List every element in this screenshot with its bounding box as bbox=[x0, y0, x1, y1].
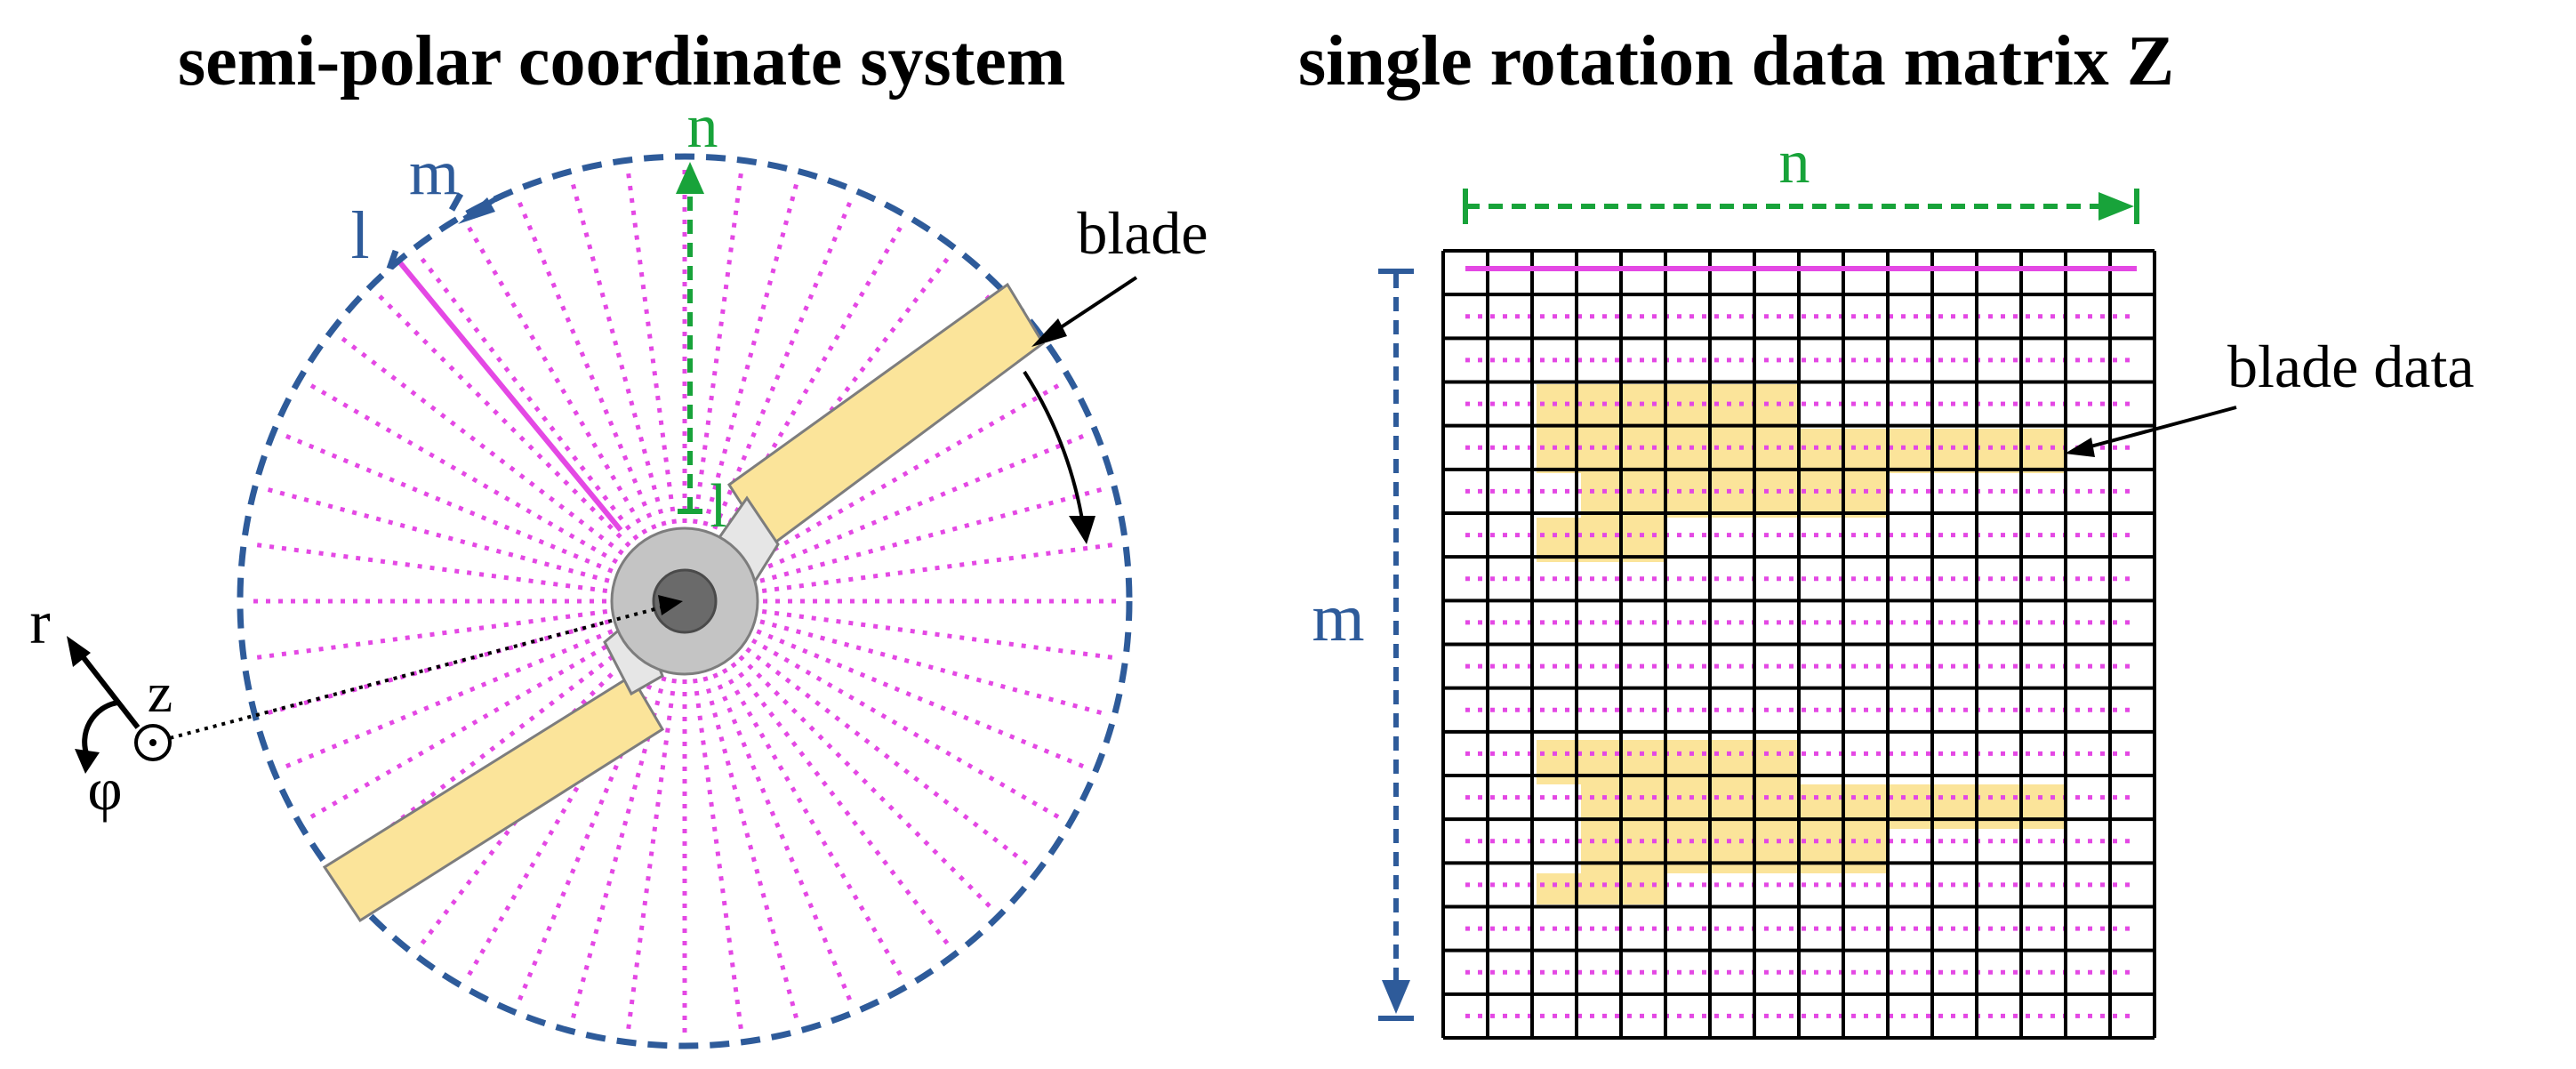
radial-ray bbox=[515, 672, 657, 1007]
radial-rays bbox=[247, 164, 1122, 1039]
radial-ray bbox=[693, 678, 744, 1036]
data-matrix-grid bbox=[1441, 249, 2156, 1040]
m-tick bbox=[448, 192, 464, 212]
rotation-arrow-head bbox=[1069, 516, 1095, 544]
blade-pointer-head bbox=[1031, 318, 1067, 347]
radial-ray bbox=[625, 166, 677, 525]
radial-ray bbox=[750, 380, 1065, 565]
n-label: n bbox=[687, 92, 718, 161]
r-axis-line bbox=[73, 646, 140, 729]
radial-ray bbox=[304, 380, 619, 565]
blade-data-a-row2 bbox=[1537, 429, 2066, 473]
radial-ray bbox=[712, 196, 855, 530]
radial-ray bbox=[336, 333, 624, 556]
blade-data-pointer-head bbox=[2065, 438, 2095, 457]
matrix-n-arrow-head bbox=[2099, 192, 2134, 221]
radial-ray bbox=[761, 609, 1119, 661]
upper-blade bbox=[726, 282, 1045, 550]
z-axis-dot bbox=[149, 739, 156, 746]
radial-ray bbox=[761, 542, 1119, 593]
phi-label: φ bbox=[87, 755, 122, 823]
outer-boundary-circle bbox=[237, 153, 1133, 1049]
solid-first-ray bbox=[396, 259, 623, 532]
radial-ray bbox=[693, 166, 744, 525]
matrix-n-label: n bbox=[1779, 128, 1810, 197]
radial-ray bbox=[463, 667, 648, 982]
m-arrow-head bbox=[458, 197, 495, 224]
phi-arrow-head bbox=[75, 749, 100, 774]
left-panel-title: semi-polar coordinate system bbox=[178, 22, 1065, 100]
matrix-m-arrow-head bbox=[1382, 980, 1410, 1014]
radial-ray bbox=[463, 221, 648, 535]
hub-center bbox=[652, 568, 718, 634]
r-label: r bbox=[29, 589, 50, 657]
radial-ray bbox=[702, 676, 800, 1025]
radial-ray bbox=[279, 629, 614, 771]
origin-to-hub-arrow-head bbox=[658, 595, 683, 615]
radial-ray bbox=[304, 638, 619, 823]
radial-ray bbox=[416, 662, 639, 950]
radial-ray bbox=[569, 676, 667, 1025]
radial-ray bbox=[750, 638, 1065, 823]
r-axis-arrow-head bbox=[67, 636, 91, 667]
radial-ray bbox=[712, 672, 855, 1007]
rotation-arc bbox=[1023, 370, 1085, 526]
right-panel-title: single rotation data matrix Z bbox=[1298, 22, 2174, 100]
m-label: m bbox=[409, 137, 459, 208]
blade-data-label: blade data bbox=[2227, 333, 2475, 400]
radial-ray bbox=[250, 609, 608, 661]
radial-ray bbox=[702, 178, 800, 526]
radial-ray bbox=[759, 619, 1108, 717]
radial-ray bbox=[261, 619, 610, 717]
data-matrix-panel: single rotation data matrix Z bbox=[1298, 22, 2475, 1040]
l-outer-label: l bbox=[350, 198, 369, 273]
n-arrow-head bbox=[676, 162, 704, 194]
radial-ray bbox=[625, 678, 677, 1036]
radial-ray bbox=[279, 431, 614, 574]
radial-ray bbox=[569, 178, 667, 526]
blade-data-pointer-line bbox=[2080, 406, 2237, 451]
lower-blade bbox=[322, 673, 665, 923]
blade-data-a-row3 bbox=[1581, 473, 1888, 518]
radial-ray bbox=[756, 431, 1090, 574]
radial-ray bbox=[738, 655, 996, 912]
origin-to-hub-line bbox=[152, 603, 672, 744]
semi-polar-panel: semi-polar coordinate system bbox=[29, 22, 1208, 1049]
phi-arc bbox=[82, 700, 118, 758]
radial-ray bbox=[261, 486, 610, 583]
radial-ray bbox=[515, 196, 657, 530]
radial-ray bbox=[721, 667, 906, 982]
radial-ray bbox=[745, 647, 1033, 870]
matrix-m-label: m bbox=[1312, 581, 1364, 655]
blade-data-b-row2 bbox=[1581, 784, 2066, 829]
radial-ray bbox=[756, 629, 1090, 771]
blade-data-a-row4 bbox=[1537, 518, 1665, 562]
radial-ray bbox=[250, 542, 608, 593]
radial-ray bbox=[730, 253, 953, 541]
radial-ray bbox=[373, 290, 631, 548]
radial-ray bbox=[721, 221, 906, 535]
radial-ray bbox=[759, 486, 1108, 583]
radial-ray bbox=[416, 253, 639, 541]
l-outer-tick bbox=[386, 249, 399, 270]
z-label: z bbox=[148, 661, 173, 724]
blade-data-b-row4 bbox=[1537, 873, 1665, 904]
blade-data-b-row3 bbox=[1581, 829, 1888, 873]
blade-label: blade bbox=[1077, 199, 1208, 267]
l-inner-label: l bbox=[710, 472, 726, 541]
radial-ray bbox=[730, 662, 953, 950]
